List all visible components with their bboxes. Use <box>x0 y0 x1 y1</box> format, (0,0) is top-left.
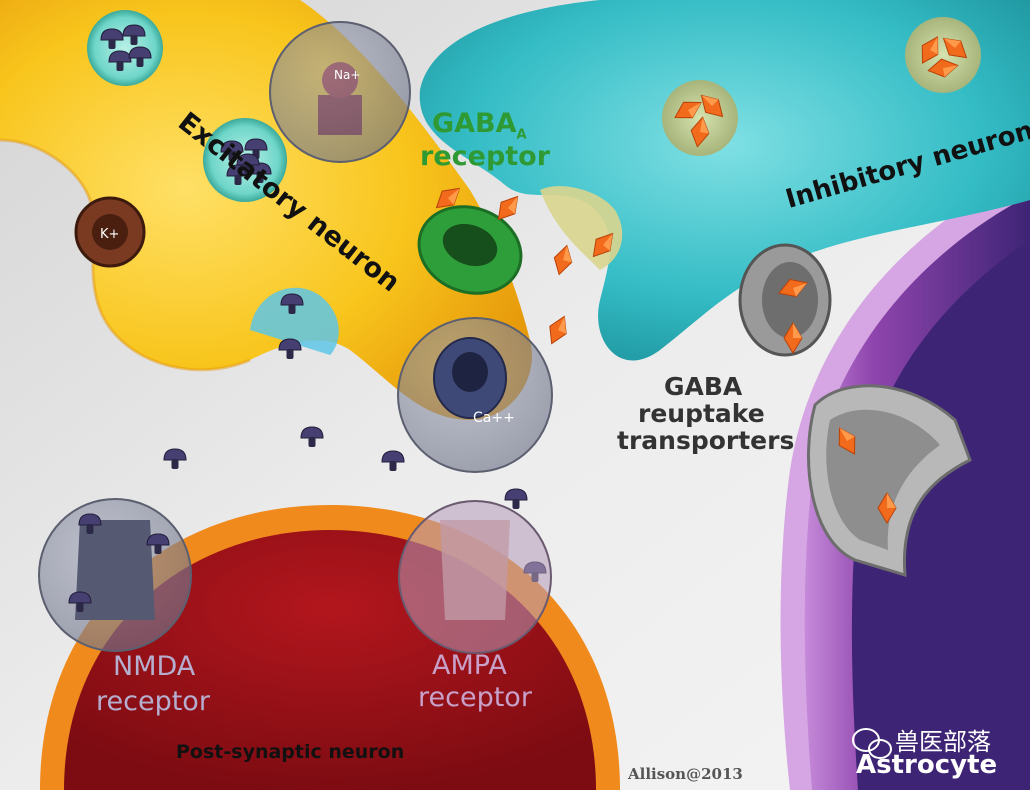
wechat-icon <box>852 728 892 759</box>
glutamate-vesicle <box>203 118 287 202</box>
watermark-text: 兽医部落 <box>895 728 991 756</box>
gaba-a-name: GABA <box>432 108 517 139</box>
ampa-receptor-label-line1: AMPA <box>432 650 507 681</box>
post-synaptic-neuron-label: Post-synaptic neuron <box>176 741 405 763</box>
glutamate-release-site <box>250 287 339 360</box>
gaba-vesicle <box>905 17 981 93</box>
calcium-channel <box>397 317 553 473</box>
nmda-receptor-label-line2: receptor <box>96 686 210 717</box>
credit-label: Allison@2013 <box>628 765 743 783</box>
astrocyte-label: Astrocyte <box>856 750 998 780</box>
potassium-channel <box>74 196 146 268</box>
calcium-ion-label: Ca++ <box>473 410 515 426</box>
gaba-a-receptor-label: GABAA <box>432 110 527 141</box>
gaba-a-subscript: A <box>516 127 527 143</box>
gaba-reuptake-label-line1: GABA <box>664 372 743 401</box>
gaba-vesicle <box>662 80 738 156</box>
gaba-reuptake-transporter <box>738 243 832 357</box>
astrocyte-gaba-transporter <box>806 384 972 578</box>
gaba-a-receptor <box>417 180 526 295</box>
nmda-receptor <box>38 498 192 652</box>
ampa-receptor <box>398 500 552 654</box>
potassium-ion-label: K+ <box>100 227 119 242</box>
gaba-a-receptor-label-line2: receptor <box>420 141 551 172</box>
gaba-reuptake-label-line2: reuptake <box>638 399 765 428</box>
ampa-receptor-label-line2: receptor <box>418 682 532 713</box>
glutamate-vesicle <box>87 10 163 86</box>
nmda-receptor-label-line1: NMDA <box>113 651 196 682</box>
gaba-reuptake-label-line3: transporters <box>617 426 795 455</box>
sodium-channel <box>269 21 411 163</box>
sodium-ion-label: Na+ <box>334 68 361 82</box>
